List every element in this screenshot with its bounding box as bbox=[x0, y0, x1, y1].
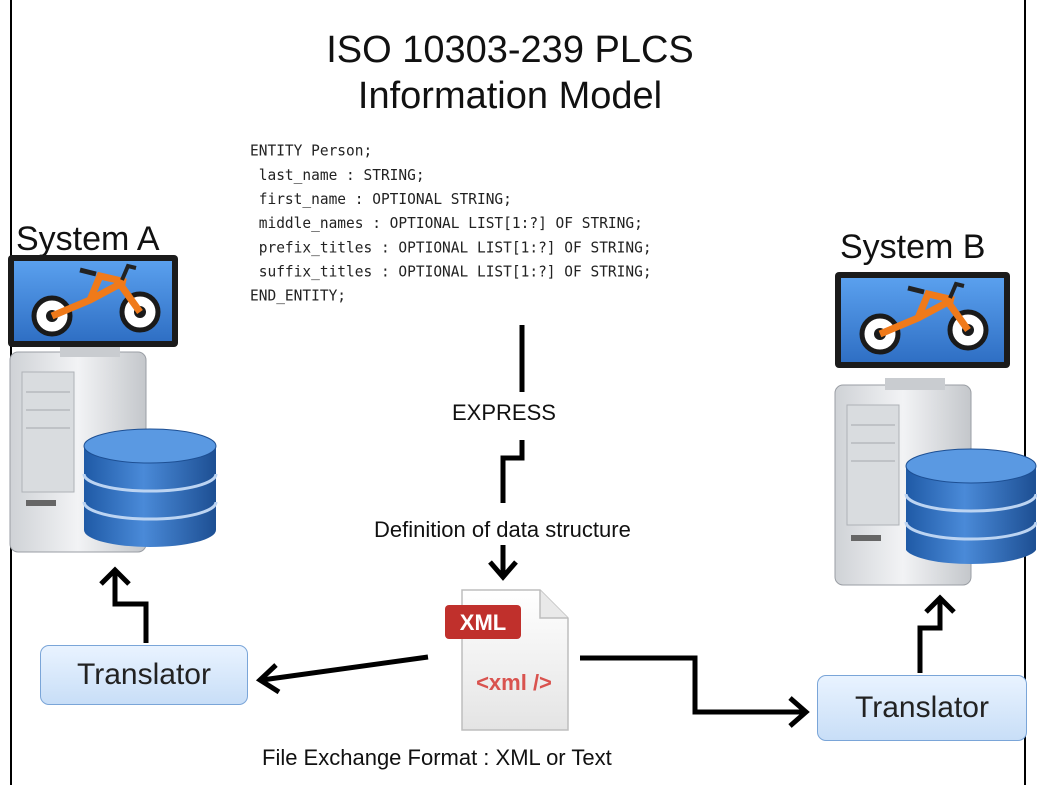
code-line: last_name : STRING; bbox=[250, 167, 425, 185]
code-line: prefix_titles : OPTIONAL LIST[1:?] OF ST… bbox=[250, 239, 652, 257]
code-line: middle_names : OPTIONAL LIST[1:?] OF STR… bbox=[250, 215, 643, 233]
translator-left-box: Translator bbox=[40, 645, 248, 705]
translator-right-box: Translator bbox=[817, 675, 1027, 741]
diagram-title-line2: Information Model bbox=[357, 75, 663, 117]
code-line: END_ENTITY; bbox=[250, 288, 347, 305]
definition-label: Definition of data structure bbox=[374, 517, 631, 542]
code-line: ENTITY Person; bbox=[250, 143, 373, 160]
express-label: EXPRESS bbox=[452, 400, 556, 425]
system-a-label: System A bbox=[16, 220, 160, 258]
system-b-label: System B bbox=[840, 228, 986, 266]
file-format-label: File Exchange Format : XML or Text bbox=[262, 745, 612, 770]
diagram-title-line1: ISO 10303-239 PLCS bbox=[326, 29, 694, 71]
express-code-block: ENTITY Person; last_name : STRING; first… bbox=[250, 140, 652, 309]
code-line: first_name : OPTIONAL STRING; bbox=[250, 191, 512, 209]
code-line: suffix_titles : OPTIONAL LIST[1:?] OF ST… bbox=[250, 263, 652, 281]
